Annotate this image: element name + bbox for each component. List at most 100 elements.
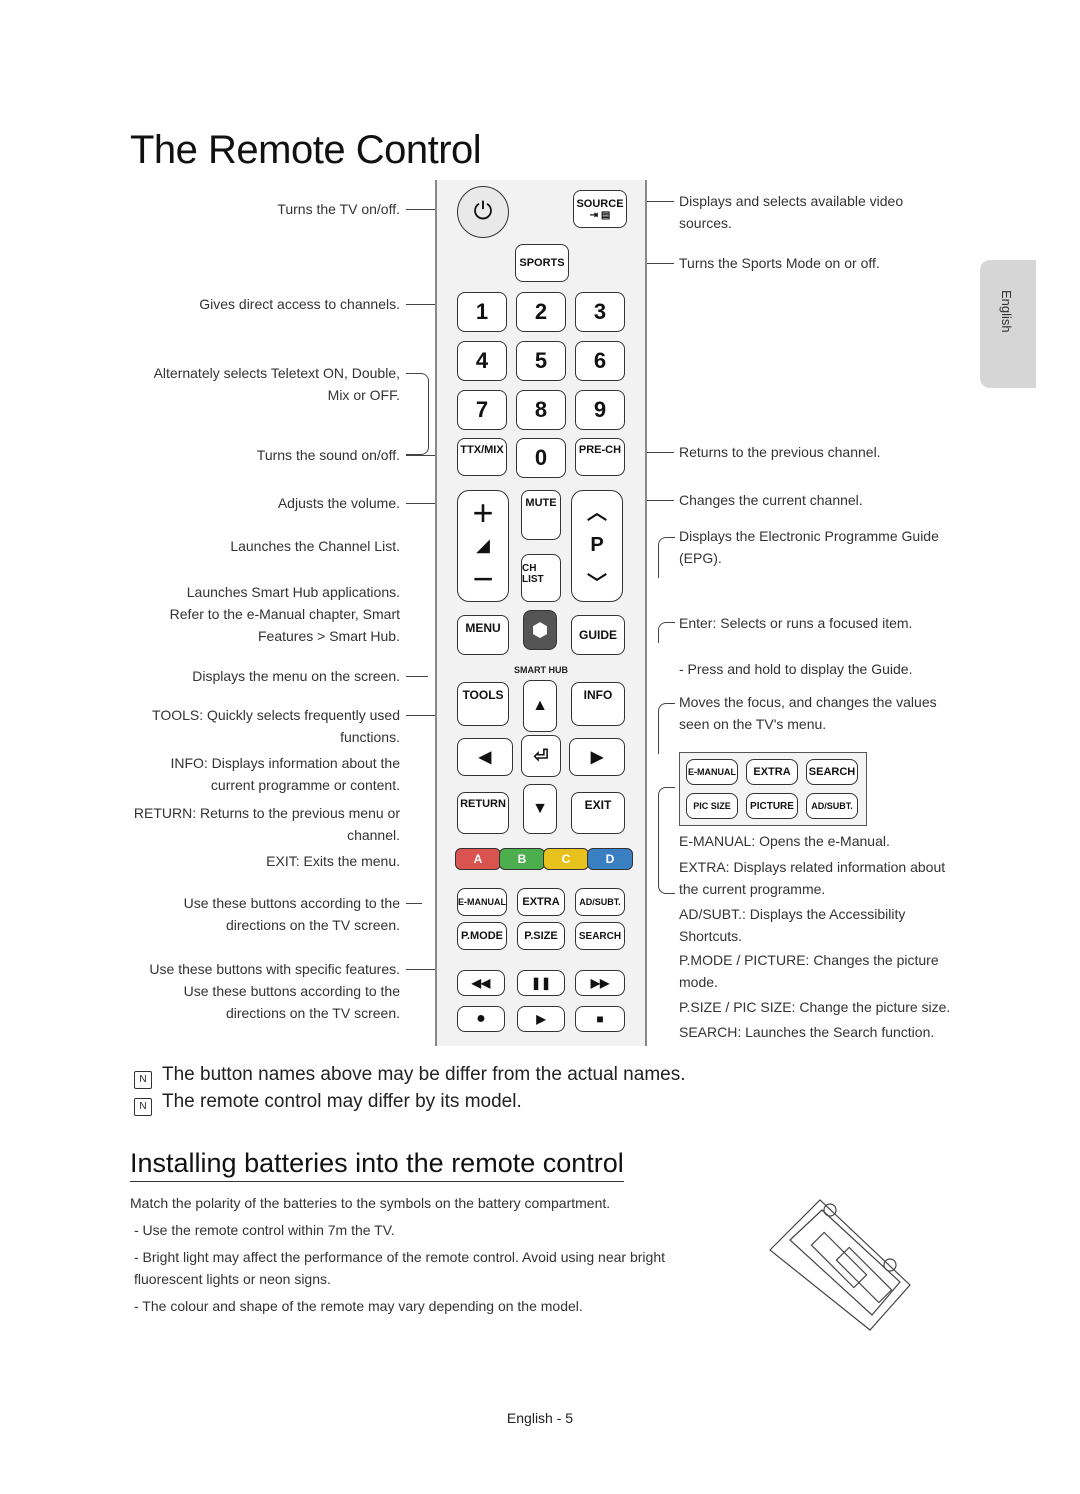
guide-button[interactable]: GUIDE — [571, 615, 625, 655]
label-enter: Enter: Selects or runs a focused item. — [679, 615, 913, 631]
ch-list-button[interactable]: CH LIST — [521, 554, 561, 602]
label-focus: Moves the focus, and changes the values … — [679, 694, 937, 732]
dpad-left-button[interactable]: ◀ — [457, 738, 513, 776]
panel-extra: EXTRA — [746, 759, 798, 785]
leader-line — [630, 201, 674, 202]
volume-icon: ◢ — [476, 535, 490, 556]
button-b[interactable]: B — [499, 848, 545, 870]
section-heading: Installing batteries into the remote con… — [130, 1148, 624, 1182]
leader-line — [406, 676, 428, 677]
dpad-right-button[interactable]: ▶ — [569, 738, 625, 776]
record-button[interactable]: ● — [457, 1006, 505, 1032]
enter-button[interactable]: ⏎ — [521, 735, 561, 777]
page-title: The Remote Control — [130, 128, 482, 172]
num-5-button[interactable]: 5 — [516, 341, 566, 381]
button-d[interactable]: D — [587, 848, 633, 870]
leader-line — [406, 373, 429, 455]
label-extra: EXTRA: Displays related information abou… — [679, 859, 946, 897]
channel-rocker[interactable]: ︿ P ﹀ — [571, 490, 623, 602]
leader-line — [406, 455, 448, 456]
label-exit: EXIT: Exits the menu. — [266, 853, 400, 869]
num-2-button[interactable]: 2 — [516, 292, 566, 332]
pause-button[interactable]: ❚❚ — [517, 970, 565, 996]
p-mode-button[interactable]: P.MODE — [457, 922, 507, 950]
fast-forward-icon: ▶▶ — [590, 976, 610, 990]
leader-line — [630, 452, 674, 453]
num-8-button[interactable]: 8 — [516, 390, 566, 430]
record-icon: ● — [476, 1010, 486, 1027]
sports-button[interactable]: SPORTS — [515, 244, 569, 282]
label-guide: - Press and hold to display the Guide. — [679, 661, 913, 677]
extra-button[interactable]: EXTRA — [517, 888, 565, 916]
keys-panel: E-MANUAL EXTRA SEARCH PIC SIZE PICTURE A… — [679, 752, 867, 826]
label-specific: Use these buttons with specific features… — [149, 961, 400, 1021]
num-7-button[interactable]: 7 — [457, 390, 507, 430]
leader-line — [406, 969, 448, 970]
dpad-up-button[interactable]: ▲ — [523, 680, 557, 732]
ad-subt-button[interactable]: AD/SUBT. — [575, 888, 625, 916]
label-chlist: Launches the Channel List. — [230, 538, 400, 554]
stop-button[interactable]: ■ — [575, 1006, 625, 1032]
play-button[interactable]: ▶ — [517, 1006, 565, 1032]
label-epg: Displays the Electronic Programme Guide … — [679, 528, 939, 566]
bullet-2: - Bright light may affect the performanc… — [134, 1249, 665, 1287]
stop-icon: ■ — [596, 1012, 604, 1026]
panel-search: SEARCH — [806, 759, 858, 785]
source-button[interactable]: SOURCE⇥ ▤ — [573, 190, 627, 228]
smart-hub-button[interactable]: ⬢ — [523, 610, 557, 650]
label-power: Turns the TV on/off. — [277, 201, 400, 217]
label-return: RETURN: Returns to the previous menu or … — [133, 805, 400, 843]
arrow-right-icon: ▶ — [590, 749, 604, 766]
volume-rocker[interactable]: + ◢ − — [457, 490, 509, 602]
return-button[interactable]: RETURN — [457, 792, 509, 834]
mute-button[interactable]: MUTE — [521, 490, 561, 540]
note-icon: N — [134, 1071, 152, 1089]
note-icon: N — [134, 1098, 152, 1116]
num-9-button[interactable]: 9 — [575, 390, 625, 430]
label-psize: P.SIZE / PIC SIZE: Change the picture si… — [679, 999, 951, 1015]
language-tab: English — [980, 260, 1036, 388]
source-icon: ⇥ ▤ — [589, 209, 611, 221]
num-4-button[interactable]: 4 — [457, 341, 507, 381]
dpad-down-button[interactable]: ▼ — [523, 784, 557, 834]
play-icon: ▶ — [536, 1012, 546, 1026]
menu-button[interactable]: MENU — [457, 615, 509, 655]
label-tools: TOOLS: Quickly selects frequently used f… — [152, 707, 400, 745]
e-manual-button[interactable]: E-MANUAL — [457, 888, 507, 916]
leader-line — [406, 209, 436, 210]
power-button[interactable]: ⏻ — [457, 186, 509, 238]
pause-icon: ❚❚ — [530, 976, 552, 990]
channel-up-icon: ︿ — [587, 501, 607, 524]
label-mute: Turns the sound on/off. — [256, 447, 400, 463]
button-a[interactable]: A — [455, 848, 501, 870]
volume-up-icon: + — [472, 491, 494, 533]
ttx-mix-button[interactable]: TTX/MIX — [457, 438, 507, 476]
label-colour: Use these buttons according to the direc… — [183, 895, 400, 933]
rewind-icon: ◀◀ — [471, 976, 491, 990]
num-6-button[interactable]: 6 — [575, 341, 625, 381]
exit-button[interactable]: EXIT — [571, 792, 625, 834]
tools-button[interactable]: TOOLS — [457, 682, 509, 726]
panel-ad-subt: AD/SUBT. — [806, 793, 858, 819]
arrow-left-icon: ◀ — [478, 749, 492, 766]
leader-line — [406, 503, 448, 504]
num-3-button[interactable]: 3 — [575, 292, 625, 332]
search-button[interactable]: SEARCH — [575, 922, 625, 950]
leader-line — [406, 304, 442, 305]
panel-e-manual: E-MANUAL — [686, 759, 738, 785]
rewind-button[interactable]: ◀◀ — [457, 970, 505, 996]
arrow-down-icon: ▼ — [532, 800, 548, 817]
num-1-button[interactable]: 1 — [457, 292, 507, 332]
leader-line — [658, 622, 675, 643]
label-volume: Adjusts the volume. — [277, 495, 400, 511]
label-adsubt: AD/SUBT.: Displays the Accessibility Sho… — [679, 906, 906, 944]
fast-forward-button[interactable]: ▶▶ — [575, 970, 625, 996]
p-size-button[interactable]: P.SIZE — [517, 922, 565, 950]
pre-ch-button[interactable]: PRE-CH — [575, 438, 625, 476]
button-c[interactable]: C — [543, 848, 589, 870]
num-0-button[interactable]: 0 — [516, 438, 566, 478]
label-info: INFO: Displays information about the cur… — [170, 755, 400, 793]
info-button[interactable]: INFO — [571, 682, 625, 726]
label-emanual: E-MANUAL: Opens the e-Manual. — [679, 833, 890, 849]
label-channel: Changes the current channel. — [679, 492, 863, 508]
